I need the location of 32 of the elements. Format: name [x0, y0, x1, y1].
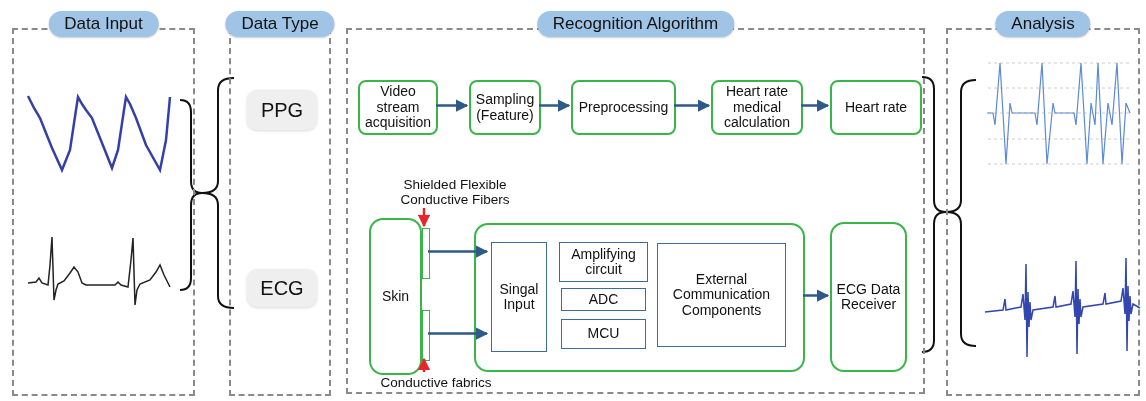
- process-box: Sampling (Feature): [469, 80, 541, 135]
- component-box: Singal Input: [491, 242, 547, 352]
- arrow: [803, 289, 830, 302]
- component-box: MCU: [561, 319, 646, 349]
- process-box: Video stream acquisition: [358, 80, 438, 135]
- component-box: ADC: [561, 288, 646, 311]
- arrow: [539, 99, 571, 112]
- device-box: [474, 223, 805, 372]
- electrode-bar: [422, 310, 430, 361]
- rounded-box: Skin: [369, 218, 422, 375]
- annotation-text: Conductive fabrics: [366, 374, 506, 392]
- annotation-text: Shielded Flexible Conductive Fibers: [385, 176, 525, 210]
- process-box: Heart rate medical calculation: [711, 80, 803, 135]
- component-box: External Communication Components: [657, 243, 786, 347]
- panel-header: Data Input: [48, 11, 159, 37]
- electrode-bar: [422, 228, 430, 279]
- component-box: Amplifying circuit: [559, 242, 648, 282]
- arrow: [436, 99, 469, 112]
- rounded-box: ECG Data Receiver: [830, 222, 907, 372]
- arrow: [428, 245, 489, 258]
- arrow: [801, 99, 830, 112]
- panel-header: Recognition Algorithm: [536, 11, 735, 37]
- arrow: [417, 357, 431, 372]
- data-type-label: ECG: [247, 269, 317, 307]
- data-type-label: PPG: [247, 90, 317, 130]
- process-box: Heart rate: [830, 80, 922, 135]
- arrow: [428, 327, 489, 340]
- panel-header: Analysis: [995, 11, 1091, 37]
- arrow: [417, 208, 431, 228]
- panel-header: Data Type: [225, 11, 335, 37]
- process-box: Preprocessing: [571, 80, 676, 135]
- arrow: [674, 99, 711, 112]
